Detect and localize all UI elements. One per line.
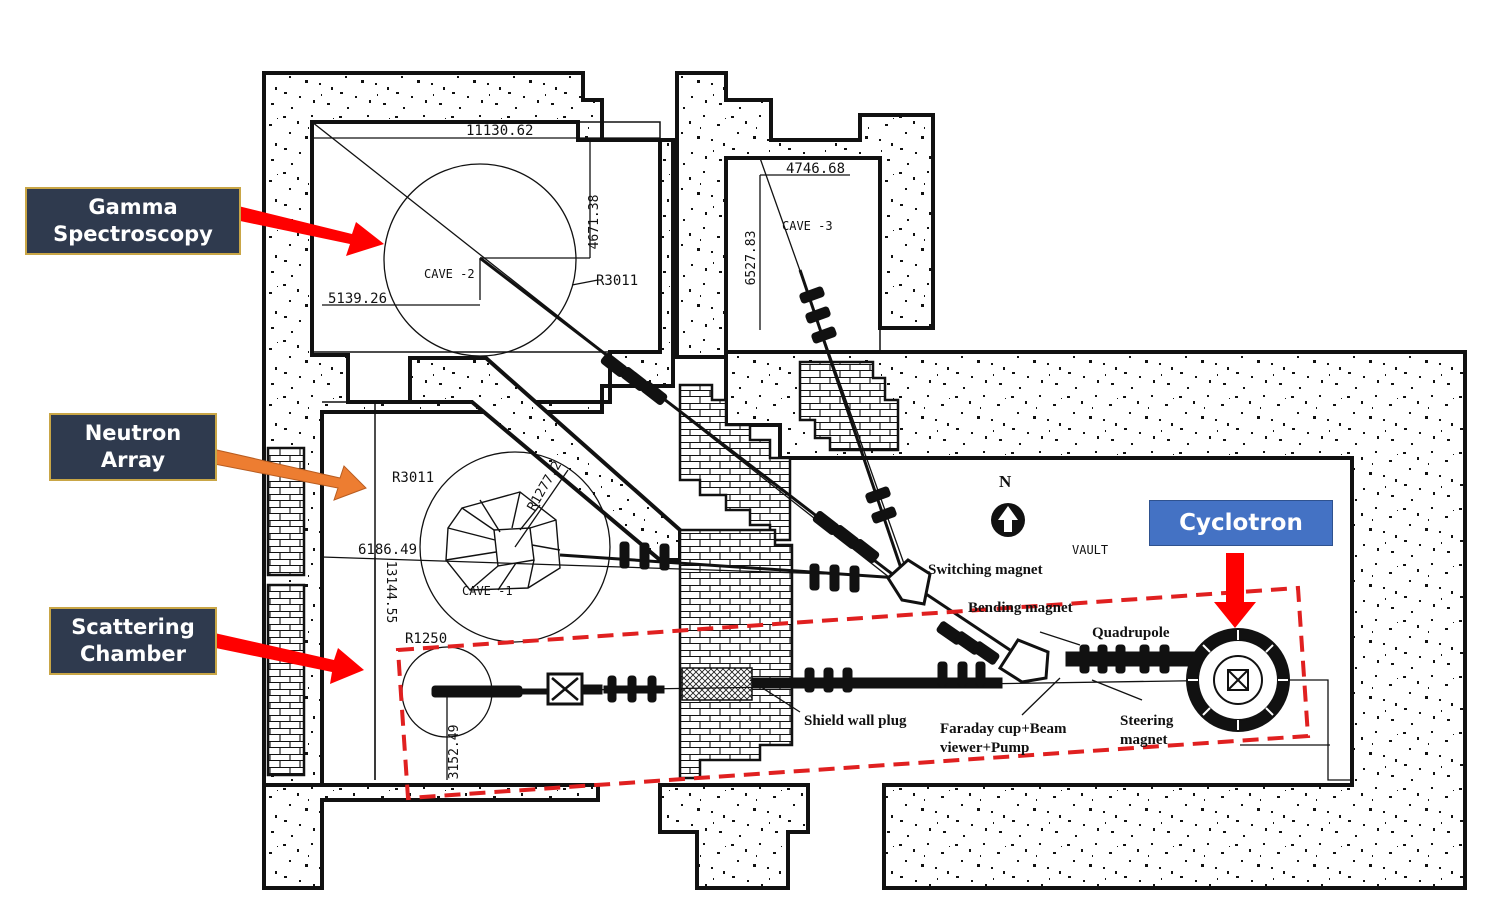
dim-3152: 3152.49 [447, 725, 462, 780]
steering-label-line2: magnet [1120, 732, 1168, 748]
cyclotron-callout-label: Cyclotron [1179, 509, 1303, 536]
dim-r3011-cave1: R3011 [392, 470, 434, 486]
dim-r1250: R1250 [405, 631, 447, 647]
north-label: N [999, 472, 1012, 491]
gamma-spectroscopy-callout: Gamma Spectroscopy [25, 187, 241, 255]
dim-5139: 5139.26 [328, 291, 387, 307]
neutron-detector-wheel [445, 491, 561, 591]
dim-r1277: R1277.2 [525, 459, 565, 514]
cyclotron-arrow [1214, 553, 1256, 628]
callout-arrows [203, 204, 1256, 684]
shield-wall-plug-label: Shield wall plug [804, 713, 907, 729]
dim-6527: 6527.83 [744, 231, 759, 286]
north-compass [991, 503, 1025, 537]
neutron-callout-line2: Array [100, 448, 166, 472]
quadrupole-label: Quadrupole [1092, 625, 1170, 641]
gamma-callout-line2: Spectroscopy [53, 222, 213, 246]
scattering-chamber-callout: Scattering Chamber [49, 607, 217, 675]
dim-13144: 13144.55 [383, 561, 398, 624]
dim-r3011-cave2: R3011 [596, 273, 638, 289]
dim-4671: 4671.38 [587, 195, 602, 250]
cave-1-circle [419, 451, 611, 643]
steering-label-line1: Steering [1120, 713, 1174, 729]
cyclotron-callout: Cyclotron [1149, 500, 1333, 546]
cave-1-label: CAVE -1 [462, 584, 513, 598]
dim-4746: 4746.68 [786, 161, 845, 177]
cave-2-label: CAVE -2 [424, 267, 475, 281]
cave-3-label: CAVE -3 [782, 219, 833, 233]
faraday-label-line1: Faraday cup+Beam [940, 721, 1067, 737]
beamline-highlight-box [395, 585, 1311, 801]
diagonal-beamlines [479, 256, 1011, 665]
vault-label: VAULT [1072, 543, 1108, 557]
shield-wall-plug [681, 667, 753, 701]
neutron-array-callout: Neutron Array [49, 413, 217, 481]
scattering-callout-line2: Chamber [79, 642, 187, 666]
dim-6186: 6186.49 [358, 542, 417, 558]
neutron-callout-line1: Neutron [84, 421, 182, 445]
scattering-callout-line1: Scattering [71, 615, 195, 639]
concrete-walls [262, 71, 1467, 890]
beamline-elements [431, 638, 1241, 706]
gamma-arrow [226, 204, 384, 256]
scattering-arrow [206, 632, 364, 684]
faraday-label-line2: viewer+Pump [940, 740, 1029, 756]
neutron-arrow [203, 447, 367, 501]
cyclotron-drawing [1186, 628, 1290, 732]
bending-magnet-label: Bending magnet [968, 600, 1073, 616]
dim-11130: 11130.62 [466, 123, 533, 139]
switching-magnet-label: Switching magnet [928, 562, 1043, 578]
gamma-callout-line1: Gamma [88, 195, 178, 219]
cave-2-circle [383, 163, 577, 357]
